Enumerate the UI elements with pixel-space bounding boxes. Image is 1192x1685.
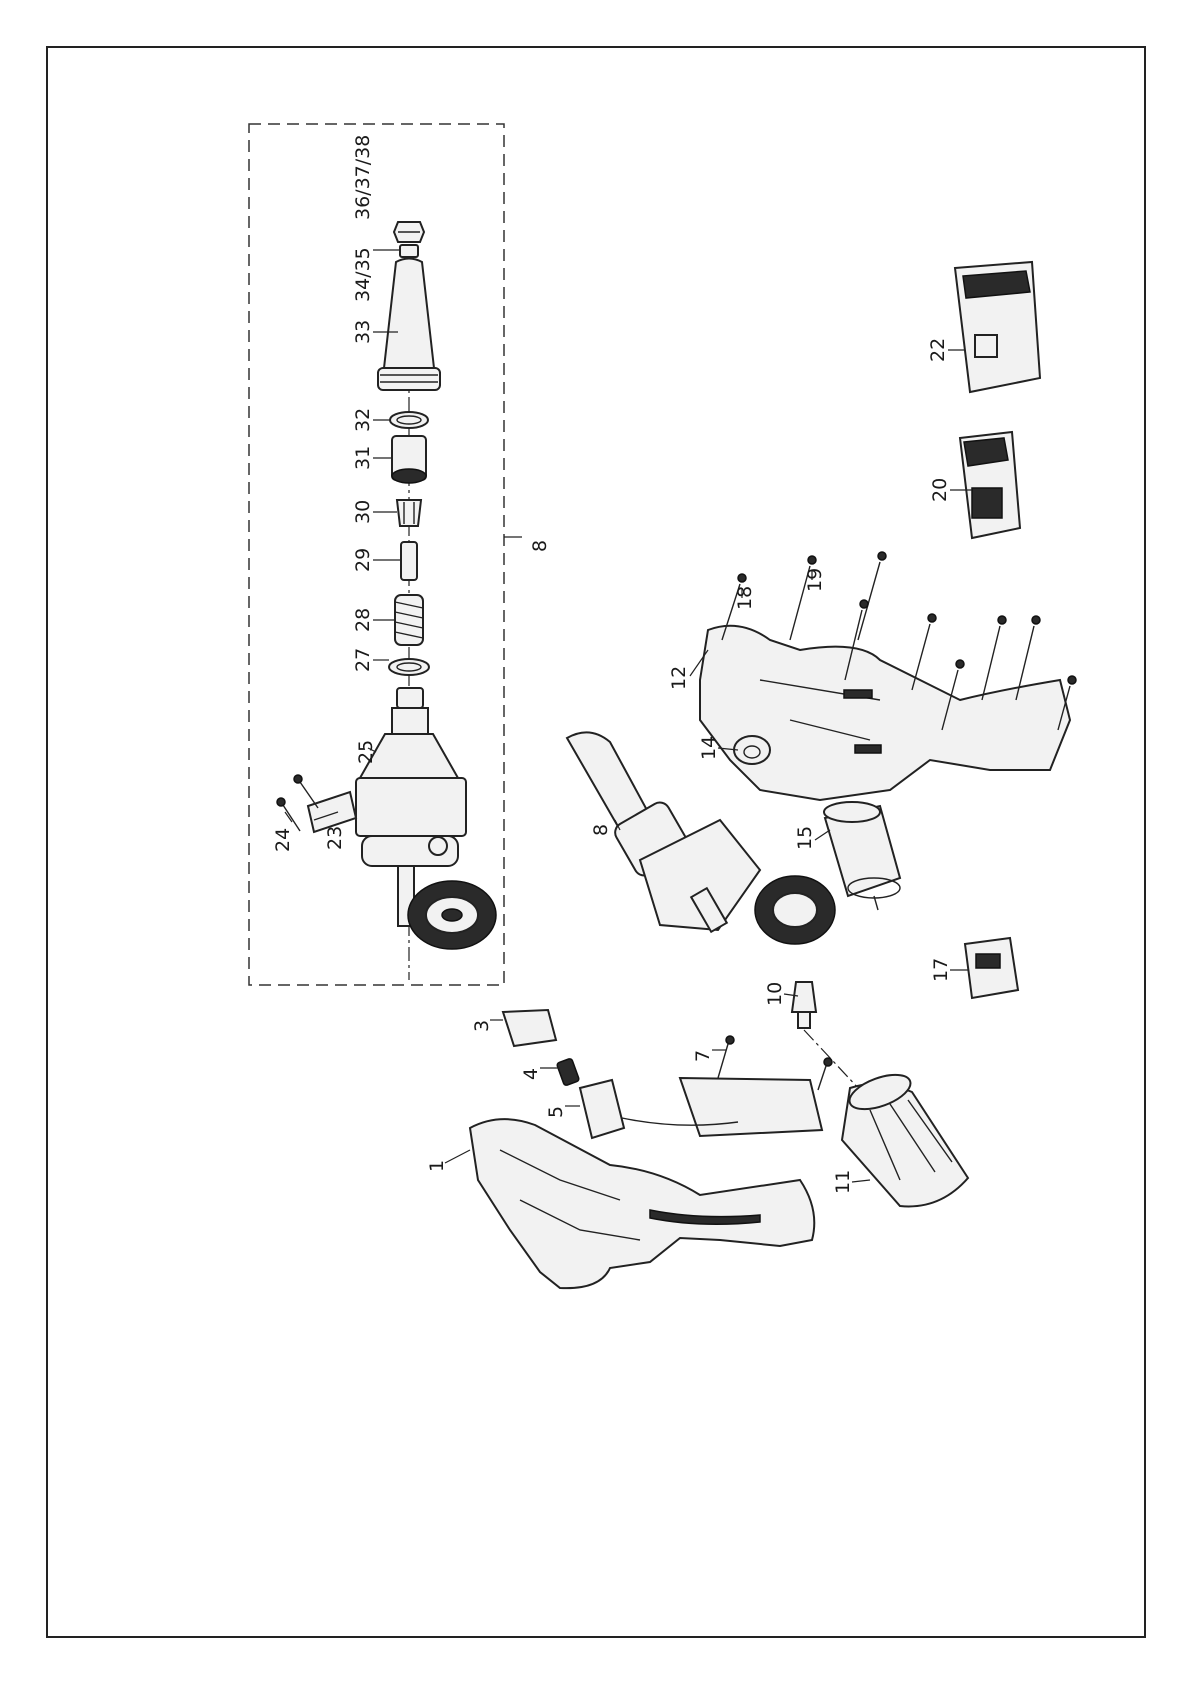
callout-5: 5: [545, 1106, 567, 1118]
part-22-charger: [955, 262, 1040, 392]
callout-10: 10: [764, 982, 786, 1006]
callout-29: 29: [352, 548, 374, 572]
callout-1: 1: [426, 1160, 448, 1172]
part-28-spring: [395, 595, 423, 645]
callout-36-37-38: 36/37/38: [352, 135, 374, 220]
subassembly-parts: [277, 222, 496, 980]
callout-34-35: 34/35: [352, 247, 374, 302]
part-10-pin: [792, 982, 816, 1028]
part-29-pin: [401, 542, 417, 580]
part-20-battery: [960, 432, 1020, 538]
part-15-motor: [824, 802, 900, 910]
part-14-clip: [734, 736, 770, 764]
group-label-8: 8: [529, 540, 551, 552]
part-34-bushing: [400, 245, 418, 257]
callout-7: 7: [692, 1050, 714, 1062]
drive-gear: [408, 881, 496, 949]
part-32-ring: [390, 412, 428, 428]
part-31-sleeve: [392, 436, 426, 483]
callout-23: 23: [324, 826, 346, 850]
callout-22: 22: [927, 338, 949, 362]
callout-25: 25: [355, 740, 377, 764]
part-11-cap: [842, 1068, 968, 1207]
part-3-trigger: [503, 1010, 556, 1046]
callout-20: 20: [929, 478, 951, 502]
part-4-spring: [556, 1058, 579, 1086]
callout-3: 3: [471, 1020, 493, 1032]
callout-27: 27: [352, 648, 374, 672]
callout-15: 15: [794, 826, 816, 850]
part-17-switch: [965, 938, 1018, 998]
callout-24: 24: [272, 828, 294, 852]
callout-19: 19: [804, 568, 826, 592]
callout-28: 28: [352, 608, 374, 632]
part-30-collet: [397, 500, 421, 526]
callout-12: 12: [668, 666, 690, 690]
callout-31: 31: [352, 446, 374, 470]
callout-33: 33: [352, 320, 374, 344]
part-12-housing-half: [700, 626, 1070, 800]
part-5-board: [580, 1078, 822, 1138]
callout-18: 18: [734, 586, 756, 610]
callout-14: 14: [698, 736, 720, 760]
part-36-nut: [394, 222, 424, 242]
callout-30: 30: [352, 500, 374, 524]
callout-11: 11: [832, 1170, 854, 1194]
part-27-washer: [389, 659, 429, 675]
part-25-gearbox-housing: [356, 688, 466, 866]
callout-4: 4: [520, 1068, 542, 1080]
callout-17: 17: [930, 958, 952, 982]
callout-32: 32: [352, 408, 374, 432]
part-33-barrel: [378, 259, 440, 391]
part-1-housing-half: [470, 1119, 814, 1288]
callout-8: 8: [590, 824, 612, 836]
